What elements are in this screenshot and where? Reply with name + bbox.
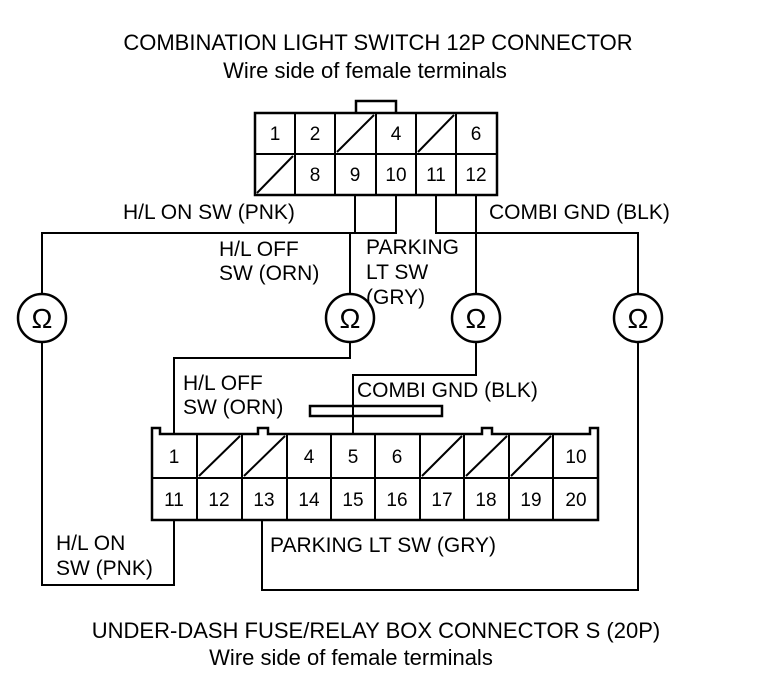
bottom-pin-label: 18 [475,490,496,511]
bottom-pin-label: 11 [164,490,184,511]
top-pin-label: 12 [465,165,486,186]
ohm-icon: Ω [32,303,53,334]
top-pin-label: 10 [385,165,406,186]
ohmmeter-1: Ω [16,292,68,344]
bottom-pin-label: 1 [169,447,180,468]
label-parking-top: PARKING [366,236,459,259]
wire-parking [352,342,477,434]
wire-combi-gnd [435,195,639,294]
ohm-icon: Ω [340,303,361,334]
top-connector-subtitle: Wire side of female terminals [223,58,507,83]
ohmmeter-4: Ω [612,292,664,344]
ohmmeter-3: Ω [450,292,502,344]
bottom-connector: 1 4 5 6 10 11 12 13 14 15 16 17 18 19 20 [150,404,600,522]
bottom-pin-label: 6 [392,447,403,468]
wire-combi-gnd [261,342,639,591]
top-pin-label: 1 [270,124,281,145]
label-combi-gnd-top: COMBI GND (BLK) [489,201,670,224]
label-hl-off-top: H/L OFF [219,238,299,261]
ohmmeter-2: Ω [324,292,376,344]
bottom-pin-label: 14 [298,490,320,511]
top-pin-label: 4 [391,124,402,145]
bottom-pin-label: 20 [565,490,586,511]
bottom-pin-label: 16 [386,490,407,511]
bottom-connector-subtitle: Wire side of female terminals [209,645,493,670]
wire-hl-off [349,195,397,294]
label-parking-top: (GRY) [366,286,425,309]
top-pin-label: 2 [310,124,321,145]
wires [41,195,639,591]
top-connector: 1 2 4 6 8 9 10 11 12 [253,99,499,197]
wire-hl-on [41,195,356,294]
bottom-pin-label: 10 [565,447,586,468]
bottom-pin-label: 12 [208,490,229,511]
ohm-icon: Ω [466,303,487,334]
wire-hl-off [173,342,351,434]
bottom-pin-label: 5 [348,447,359,468]
label-parking-top: LT SW [366,261,428,284]
bottom-pin-label: 4 [304,447,315,468]
label-hl-off-top: SW (ORN) [219,262,319,285]
top-pin-label: 8 [310,165,321,186]
bottom-pin-label: 19 [520,490,541,511]
label-combi-gnd-bottom: COMBI GND (BLK) [357,379,538,402]
label-hl-on-bottom: H/L ON [56,532,125,555]
bottom-pin-label: 17 [431,490,452,511]
bottom-pin-label: 15 [342,490,363,511]
top-connector-title: COMBINATION LIGHT SWITCH 12P CONNECTOR [123,30,632,55]
bottom-connector-title: UNDER-DASH FUSE/RELAY BOX CONNECTOR S (2… [92,618,660,643]
label-hl-off-bottom: H/L OFF [183,372,263,395]
bottom-pin-label: 13 [253,490,274,511]
top-pin-label: 6 [471,124,482,145]
label-hl-on-bottom: SW (PNK) [56,557,153,580]
top-pin-label: 9 [350,165,361,186]
label-parking-bottom: PARKING LT SW (GRY) [270,534,496,557]
label-hl-on-top: H/L ON SW (PNK) [123,201,295,224]
wire-hl-on [41,342,175,586]
label-hl-off-bottom: SW (ORN) [183,396,283,419]
top-pin-label: 11 [426,165,446,186]
ohm-icon: Ω [628,303,649,334]
